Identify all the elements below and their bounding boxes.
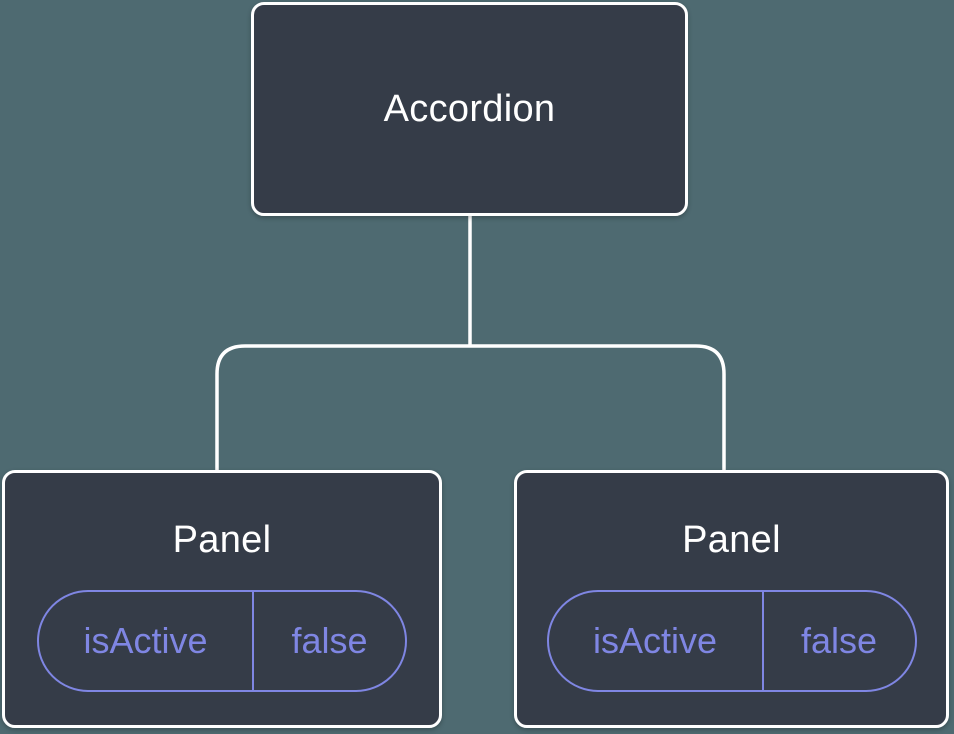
state-value: false xyxy=(800,620,878,661)
state-name: isActive xyxy=(549,592,764,690)
state-pill-left: isActive false xyxy=(37,590,407,692)
state-pill-right: isActive false xyxy=(546,590,917,692)
state-value: false xyxy=(291,620,368,661)
node-accordion: Accordion xyxy=(251,2,688,216)
node-panel-right-label: Panel xyxy=(682,519,781,561)
node-panel-right: Panel isActive false xyxy=(514,470,949,728)
node-panel-left: Panel isActive false xyxy=(2,470,442,728)
connector-branch-bracket xyxy=(215,344,726,470)
node-panel-left-label: Panel xyxy=(172,519,272,561)
state-name: isActive xyxy=(39,592,254,690)
node-accordion-label: Accordion xyxy=(383,88,556,130)
